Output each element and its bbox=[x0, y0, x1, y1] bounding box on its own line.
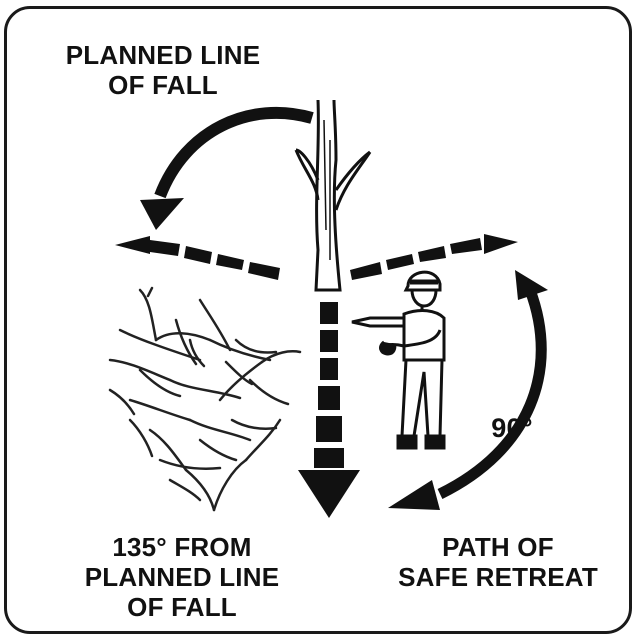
planned-line-of-fall-line-2: OF FALL bbox=[108, 70, 218, 100]
safe-retreat-line-1: PATH OF bbox=[442, 532, 554, 562]
diagram-frame bbox=[4, 6, 632, 634]
left-dashed-line-arrow bbox=[115, 236, 280, 280]
brush-debris bbox=[108, 286, 302, 512]
worker-figure bbox=[351, 270, 446, 450]
safe-retreat-line-2: SAFE RETREAT bbox=[398, 562, 598, 592]
escape-135-line-3: OF FALL bbox=[127, 592, 237, 622]
safe-retreat-label: PATH OF SAFE RETREAT bbox=[378, 532, 618, 592]
safe-retreat-curved-arrow bbox=[388, 270, 548, 510]
fall-direction-curved-arrow bbox=[140, 106, 314, 230]
tree-trunk bbox=[294, 99, 372, 292]
planned-line-of-fall-line-1: PLANNED LINE bbox=[65, 40, 261, 70]
escape-135-label: 135° FROM PLANNED LINE OF FALL bbox=[62, 532, 302, 622]
fall-direction-down-arrow bbox=[298, 302, 360, 518]
planned-line-of-fall-label: PLANNED LINE OF FALL bbox=[48, 40, 278, 100]
right-dashed-line-arrow bbox=[350, 234, 518, 280]
escape-135-line-1: 135° FROM bbox=[112, 532, 252, 562]
escape-135-line-2: PLANNED LINE bbox=[84, 562, 280, 592]
